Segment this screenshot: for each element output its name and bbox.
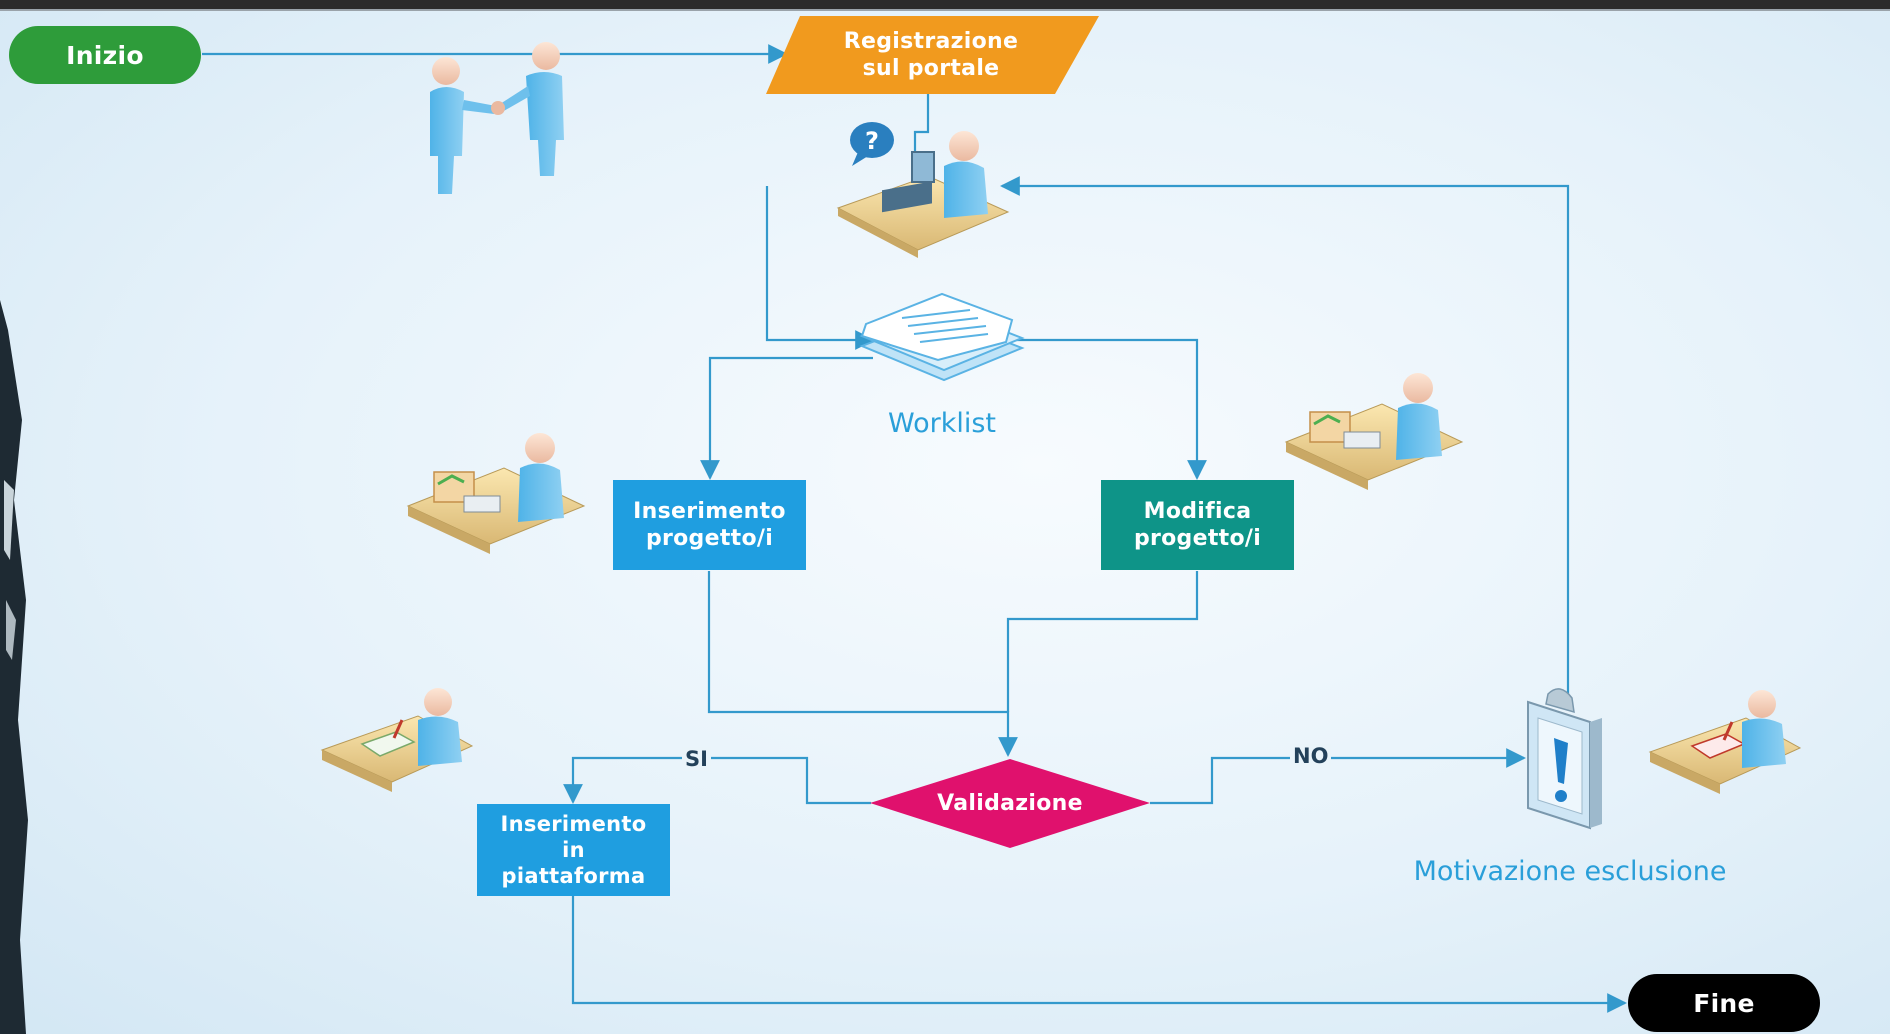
worklist-label: Worklist <box>887 408 997 439</box>
desk-worker-icon <box>406 433 586 554</box>
clipboard-alert-icon <box>1527 688 1602 830</box>
exclusion-label: Motivazione esclusione <box>1413 856 1727 887</box>
connector-validation-yes <box>563 756 871 805</box>
top-border-shadow <box>0 9 1890 11</box>
start-terminator: Inizio <box>9 26 201 84</box>
handshake-people-icon <box>430 42 564 194</box>
desk-worker-right-icon <box>1284 373 1464 490</box>
connector-registration-desk <box>913 92 930 152</box>
top-border <box>0 0 1890 9</box>
connector-platform-end <box>571 896 1627 1013</box>
connector-validation-no <box>1150 748 1526 805</box>
left-decoration <box>0 300 28 1034</box>
validation-label-box: Validazione <box>880 783 1140 823</box>
registration-label-box: Registrazione sul portale <box>800 22 1062 88</box>
svg-text:?: ? <box>865 127 879 155</box>
connector-insert-validation <box>707 571 1018 757</box>
platform-insert-label: Inserimento in piattaforma <box>500 812 647 888</box>
insert-project-process: Inserimento progetto/i <box>613 480 806 570</box>
modify-project-label: Modifica progetto/i <box>1133 499 1262 551</box>
no-label: NO <box>1290 744 1332 768</box>
registration-shape <box>766 16 1099 94</box>
connectors <box>202 44 1627 1013</box>
desk-writing-icon <box>1648 690 1802 794</box>
end-label: Fine <box>1693 988 1755 1018</box>
help-desk-person-icon: ? <box>836 122 1010 258</box>
connector-exclusion-desk <box>1000 176 1570 694</box>
connector-modify-validation <box>1006 571 1199 712</box>
connector-desk-worklist <box>765 186 875 350</box>
worklist-documents-icon <box>859 292 1025 382</box>
validation-diamond <box>870 759 1150 848</box>
desk-signing-icon <box>320 688 474 792</box>
validation-label: Validazione <box>937 790 1083 816</box>
end-terminator: Fine <box>1628 974 1820 1032</box>
connector-worklist-modify <box>1010 338 1207 480</box>
yes-label: SI <box>682 747 711 771</box>
registration-label: Registrazione sul portale <box>843 29 1019 81</box>
insert-project-label: Inserimento progetto/i <box>633 499 786 551</box>
start-label: Inizio <box>66 40 144 70</box>
modify-project-process: Modifica progetto/i <box>1101 480 1294 570</box>
connector-worklist-insert <box>700 356 873 480</box>
platform-insert-process: Inserimento in piattaforma <box>477 804 670 896</box>
